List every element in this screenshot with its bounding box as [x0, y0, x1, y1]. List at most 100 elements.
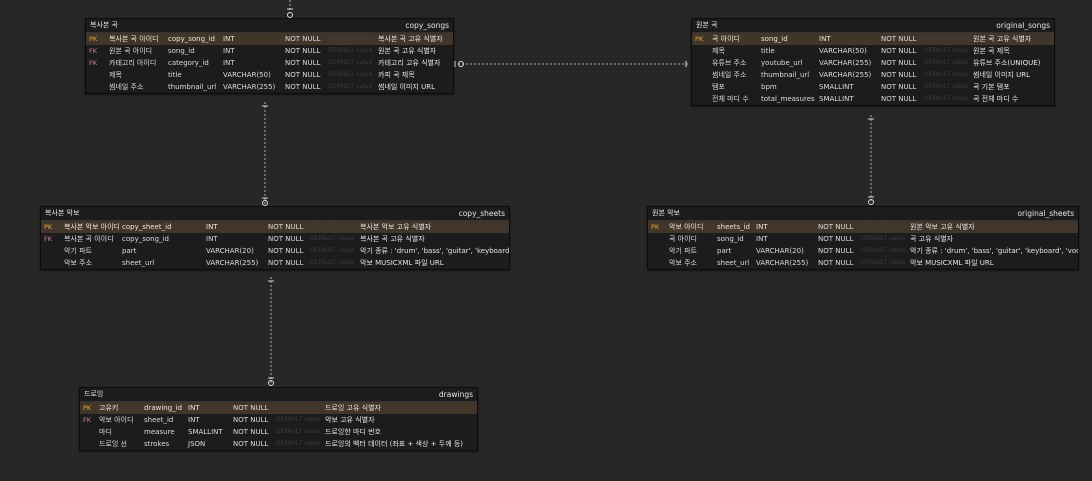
column-data-type: INT [206, 235, 218, 243]
column-nullability: NOT NULL [881, 95, 917, 103]
column-logical-name: 마디 [99, 428, 112, 436]
key-icon [692, 81, 709, 93]
column-logical-name: 악보 주소 [669, 259, 697, 267]
column-default-value: DEFAULT value [924, 71, 969, 78]
column-default-value: DEFAULT value [924, 35, 969, 42]
column-comment: 복사본 악보 고유 식별자 [360, 223, 432, 231]
table-header: 원본 악보 original_sheets [648, 207, 1078, 220]
column-comment: 카피 곡 제목 [378, 71, 415, 79]
column-comment: 원본 곡 고유 식별자 [378, 47, 437, 55]
column-nullability: NOT NULL [285, 83, 321, 91]
column-data-type: INT [223, 47, 235, 55]
key-icon [648, 257, 666, 269]
column-physical-name: sheet_id [144, 416, 174, 424]
column-default-value: DEFAULT value [328, 83, 373, 90]
column-logical-name: 악보 아이디 [99, 416, 134, 424]
column-logical-name: 복사본 곡 아이디 [64, 235, 114, 243]
column-default-value: DEFAULT value [924, 59, 969, 66]
column-logical-name: 악기 파트 [669, 247, 697, 255]
column-comment: 복사본 곡 고유 식별자 [378, 35, 443, 43]
column-comment: 썸네일 이미지 URL [973, 71, 1030, 79]
column-physical-name: category_id [168, 59, 209, 67]
column-nullability: NOT NULL [818, 259, 854, 267]
key-icon: PK [651, 223, 660, 231]
column-data-type: INT [819, 35, 831, 43]
column-nullability: NOT NULL [881, 35, 917, 43]
column-logical-name: 제목 [109, 71, 122, 79]
column-data-type: INT [188, 416, 200, 424]
column-physical-name: song_id [168, 47, 195, 55]
column-nullability: NOT NULL [818, 223, 854, 231]
key-icon: PK [695, 35, 704, 43]
key-icon: FK [89, 59, 98, 67]
column-data-type: VARCHAR(255) [819, 59, 872, 67]
table-physical-name: original_sheets [1017, 209, 1074, 218]
column-data-type: INT [756, 223, 768, 231]
key-icon: FK [89, 47, 98, 55]
column-physical-name: sheets_id [717, 223, 750, 231]
table-physical-name: drawings [438, 390, 473, 399]
key-icon [692, 69, 709, 81]
column-physical-name: part [122, 247, 137, 255]
key-icon [648, 233, 666, 245]
column-comment: 악기 종류 : 'drum', 'bass', 'guitar', 'keybo… [910, 247, 1078, 255]
column-physical-name: youtube_url [761, 59, 803, 67]
column-nullability: NOT NULL [881, 83, 917, 91]
key-icon [41, 257, 61, 269]
column-default-value: DEFAULT value [924, 95, 969, 102]
key-icon [86, 69, 106, 81]
column-logical-name: 곡 아이디 [712, 35, 740, 43]
column-default-value: DEFAULT value [276, 416, 321, 423]
column-default-value: DEFAULT value [310, 223, 355, 230]
key-icon [80, 426, 96, 438]
column-comment: 드로잉의 벡터 데이터 (좌표 + 색상 + 두께 등) [325, 440, 464, 448]
column-nullability: NOT NULL [285, 35, 321, 43]
column-logical-name: 드로잉 선 [99, 440, 127, 448]
column-physical-name: copy_song_id [122, 235, 169, 243]
table-header: 복사본 곡 copy_songs [86, 19, 453, 32]
column-physical-name: song_id [717, 235, 744, 243]
column-comment: 악보 고유 식별자 [325, 416, 375, 424]
key-icon: PK [44, 223, 53, 231]
column-data-type: INT [188, 404, 200, 412]
column-nullability: NOT NULL [233, 428, 269, 436]
column-nullability: NOT NULL [268, 223, 304, 231]
column-nullability: NOT NULL [268, 247, 304, 255]
table-header: 복사본 악보 copy_sheets [41, 207, 509, 220]
column-physical-name: bpm [761, 83, 777, 91]
column-nullability: NOT NULL [818, 247, 854, 255]
column-default-value: DEFAULT value [276, 428, 321, 435]
column-default-value: DEFAULT value [924, 47, 969, 54]
column-comment: 악보 MUSICXML 파일 URL [910, 259, 994, 267]
column-default-value: DEFAULT value [328, 59, 373, 66]
